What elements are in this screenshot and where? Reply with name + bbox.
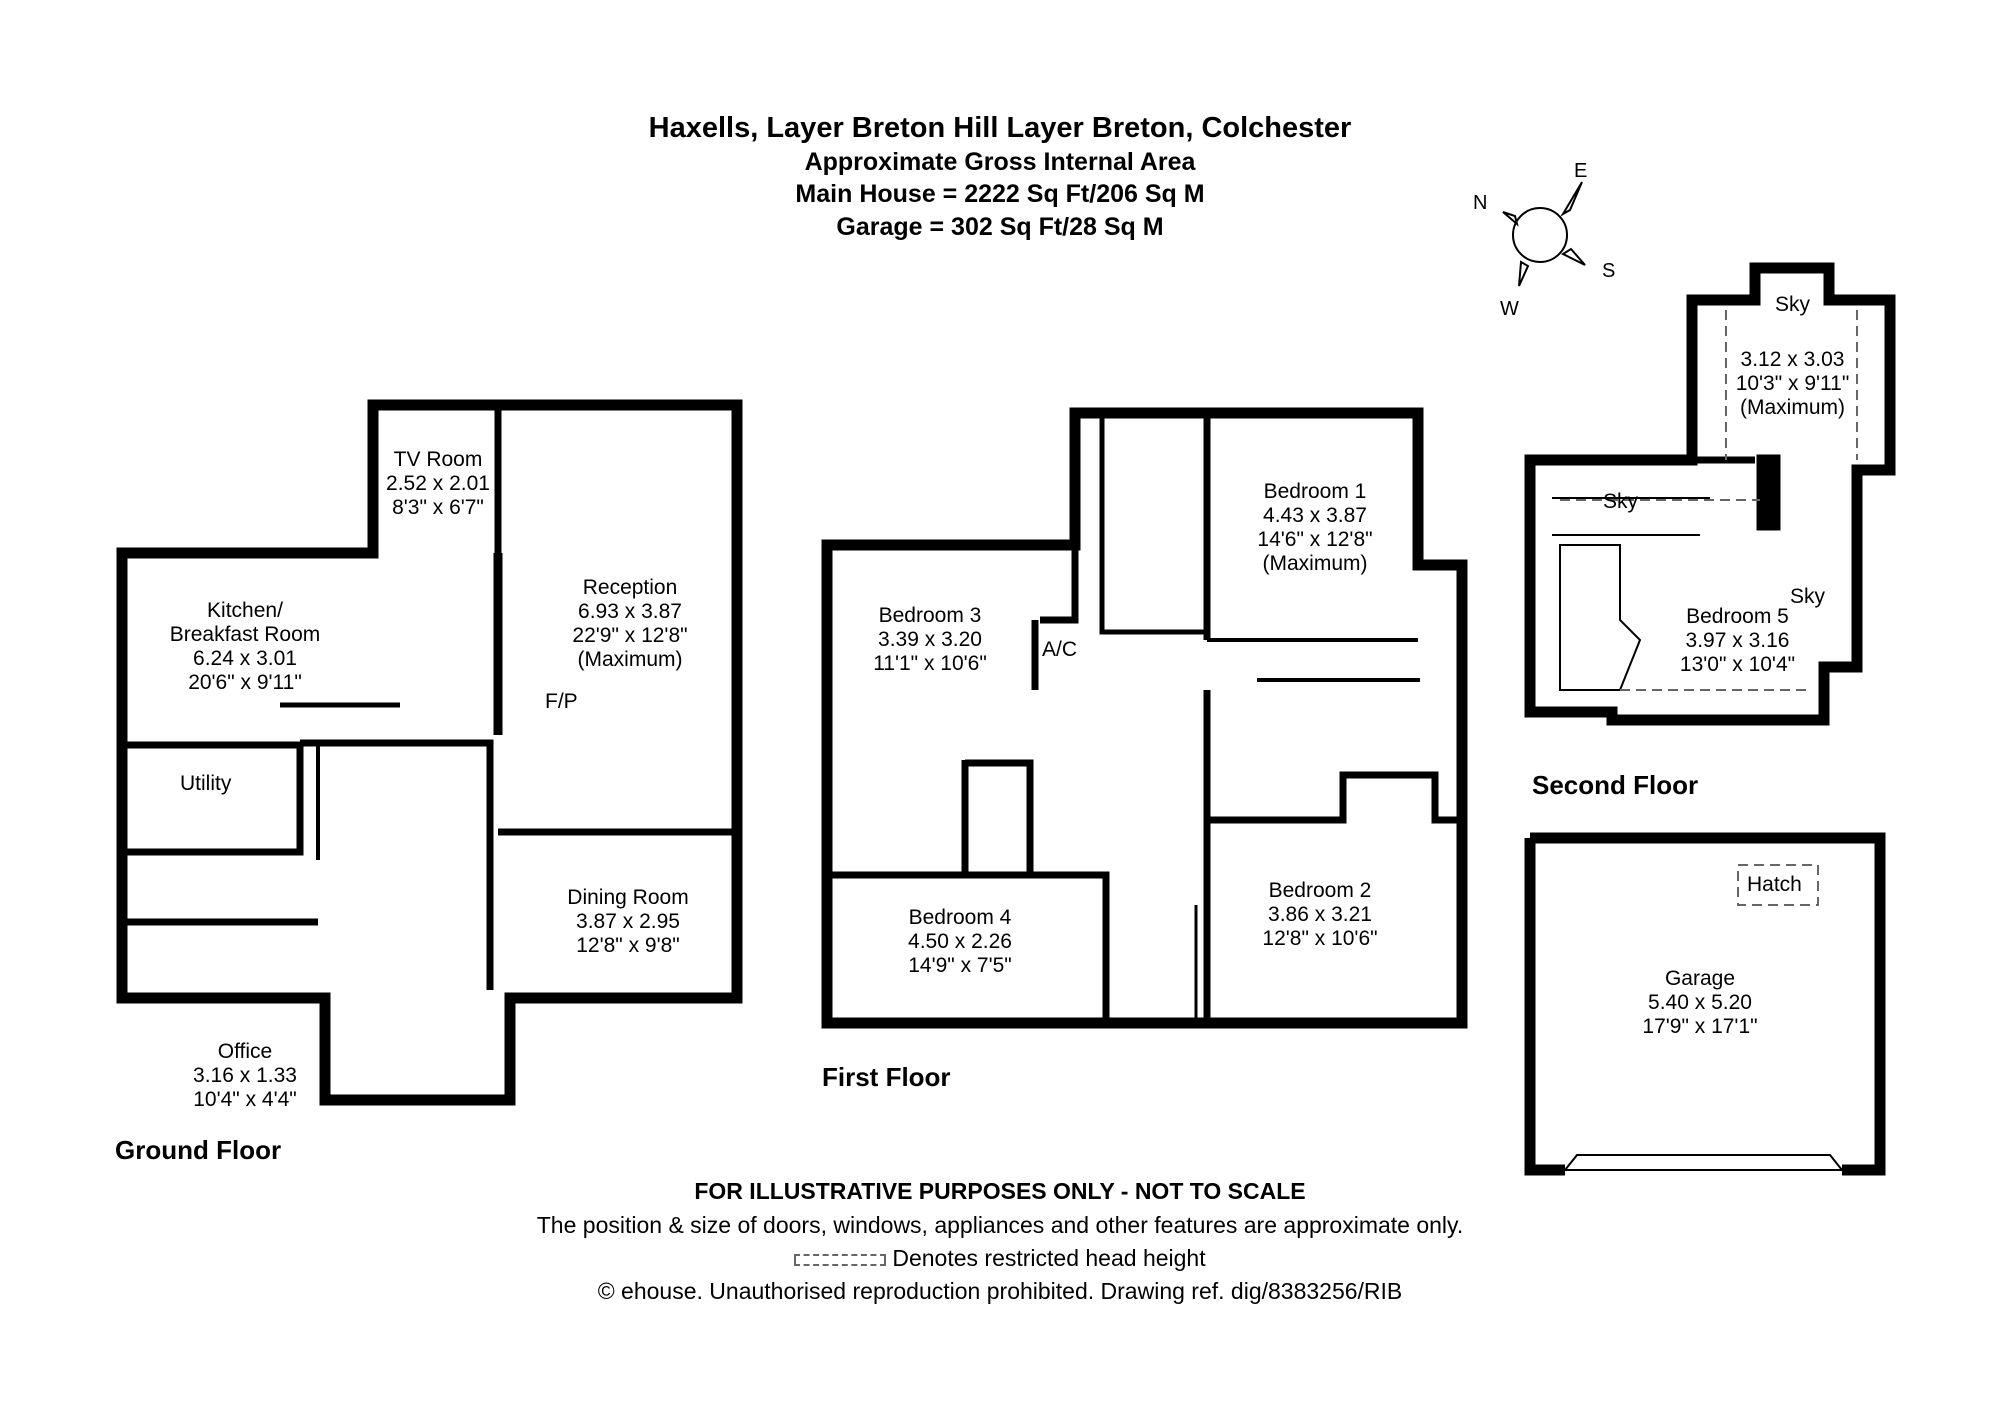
restricted-height-text: Denotes restricted head height <box>892 1245 1206 1271</box>
dining-metric: 3.87 x 2.95 <box>576 910 680 933</box>
room-dining: Dining Room 3.87 x 2.95 12'8" x 9'8" <box>548 886 708 958</box>
attic-note: (Maximum) <box>1740 396 1845 419</box>
skylight-label-landing: Sky <box>1603 490 1639 513</box>
dining-name: Dining Room <box>567 886 689 909</box>
reception-metric: 6.93 x 3.87 <box>578 600 682 623</box>
bedroom3-metric: 3.39 x 3.20 <box>878 628 982 651</box>
compass-south: S <box>1602 260 1616 282</box>
office-imperial: 10'4" x 4'4" <box>193 1088 297 1111</box>
garage-area: Garage = 302 Sq Ft/28 Sq M <box>836 213 1164 241</box>
ground-floor-plan <box>116 399 743 1106</box>
compass-west: W <box>1500 298 1519 320</box>
area-title: Approximate Gross Internal Area <box>804 148 1196 176</box>
kitchen-name-line1: Kitchen/ <box>207 599 283 622</box>
first-floor-label: First Floor <box>822 1062 951 1092</box>
disclaimer: FOR ILLUSTRATIVE PURPOSES ONLY - NOT TO … <box>694 1178 1306 1204</box>
kitchen-name-line2: Breakfast Room <box>169 623 321 646</box>
restricted-head-height-lines <box>1560 310 1858 906</box>
room-tv-room: TV Room 2.52 x 2.01 8'3" x 6'7" <box>378 448 498 520</box>
ground-floor-label: Ground Floor <box>115 1135 282 1165</box>
compass-east: E <box>1574 160 1588 182</box>
bedroom1-note: (Maximum) <box>1262 552 1368 575</box>
airing-cupboard-label: A/C <box>1042 638 1078 661</box>
room-garage: Garage 5.40 x 5.20 17'9" x 17'1" <box>1610 967 1790 1039</box>
room-utility: Utility <box>180 772 232 795</box>
skylight-label-bedroom5: Sky <box>1790 585 1826 608</box>
fireplace-label: F/P <box>545 690 578 713</box>
reception-note: (Maximum) <box>577 648 683 671</box>
garage-plan <box>1524 832 1886 1176</box>
tv-room-metric: 2.52 x 2.01 <box>386 472 490 495</box>
garage-metric: 5.40 x 5.20 <box>1648 991 1752 1014</box>
bedroom3-imperial: 11'1" x 10'6" <box>873 652 987 675</box>
bedroom4-imperial: 14'9" x 7'5" <box>908 954 1012 977</box>
bedroom1-metric: 4.43 x 3.87 <box>1263 504 1367 527</box>
room-bedroom-2: Bedroom 2 3.86 x 3.21 12'8" x 10'6" <box>1245 879 1395 951</box>
copyright: © ehouse. Unauthorised reproduction proh… <box>597 1278 1403 1304</box>
compass-drawing <box>1502 181 1586 287</box>
garage-name: Garage <box>1664 967 1736 990</box>
dashed-line-sample <box>794 1253 887 1266</box>
room-reception: Reception 6.93 x 3.87 22'9" x 12'8" (Max… <box>555 576 705 672</box>
hatch-label: Hatch <box>1747 873 1802 896</box>
second-floor-plan <box>1524 262 1896 726</box>
room-bedroom-1: Bedroom 1 4.43 x 3.87 14'6" x 12'8" (Max… <box>1240 480 1390 576</box>
reception-imperial: 22'9" x 12'8" <box>572 624 688 647</box>
office-metric: 3.16 x 1.33 <box>193 1064 297 1087</box>
approximation-note: The position & size of doors, windows, a… <box>536 1212 1464 1238</box>
bedroom4-name: Bedroom 4 <box>908 906 1012 929</box>
skylight-label-attic: Sky <box>1775 293 1811 316</box>
first-floor-plan <box>821 407 1468 1029</box>
room-office: Office 3.16 x 1.33 10'4" x 4'4" <box>170 1040 320 1112</box>
second-floor-label: Second Floor <box>1532 770 1699 800</box>
compass-north: N <box>1473 192 1488 214</box>
restricted-height-legend: Denotes restricted head height <box>0 1245 2000 1272</box>
bedroom2-imperial: 12'8" x 10'6" <box>1262 927 1378 950</box>
tv-room-imperial: 8'3" x 6'7" <box>392 496 484 519</box>
garage-imperial: 17'9" x 17'1" <box>1642 1015 1758 1038</box>
bedroom4-metric: 4.50 x 2.26 <box>908 930 1012 953</box>
room-bedroom-4: Bedroom 4 4.50 x 2.26 14'9" x 7'5" <box>890 906 1030 978</box>
bedroom2-name: Bedroom 2 <box>1268 879 1372 902</box>
bedroom5-imperial: 13'0" x 10'4" <box>1679 653 1796 676</box>
kitchen-metric: 6.24 x 3.01 <box>193 647 297 670</box>
room-kitchen: Kitchen/ Breakfast Room 6.24 x 3.01 20'6… <box>165 599 325 695</box>
room-attic: 3.12 x 3.03 10'3" x 9'11" (Maximum) <box>1715 348 1870 420</box>
bedroom3-name: Bedroom 3 <box>878 604 982 627</box>
attic-imperial: 10'3" x 9'11" <box>1735 372 1850 395</box>
room-bedroom-5: Bedroom 5 3.97 x 3.16 13'0" x 10'4" <box>1660 605 1815 677</box>
bedroom5-metric: 3.97 x 3.16 <box>1685 629 1790 652</box>
kitchen-imperial: 20'6" x 9'11" <box>188 671 302 694</box>
property-address: Haxells, Layer Breton Hill Layer Breton,… <box>648 112 1352 144</box>
dining-imperial: 12'8" x 9'8" <box>576 934 680 957</box>
tv-room-name: TV Room <box>393 448 483 471</box>
room-bedroom-3: Bedroom 3 3.39 x 3.20 11'1" x 10'6" <box>860 604 1000 676</box>
attic-metric: 3.12 x 3.03 <box>1740 348 1845 371</box>
reception-name: Reception <box>582 576 678 599</box>
bedroom2-metric: 3.86 x 3.21 <box>1268 903 1372 926</box>
bedroom1-imperial: 14'6" x 12'8" <box>1257 528 1373 551</box>
main-house-area: Main House = 2222 Sq Ft/206 Sq M <box>795 180 1205 208</box>
bedroom5-name: Bedroom 5 <box>1686 605 1789 628</box>
bedroom1-name: Bedroom 1 <box>1263 480 1367 503</box>
office-name: Office <box>217 1040 273 1063</box>
